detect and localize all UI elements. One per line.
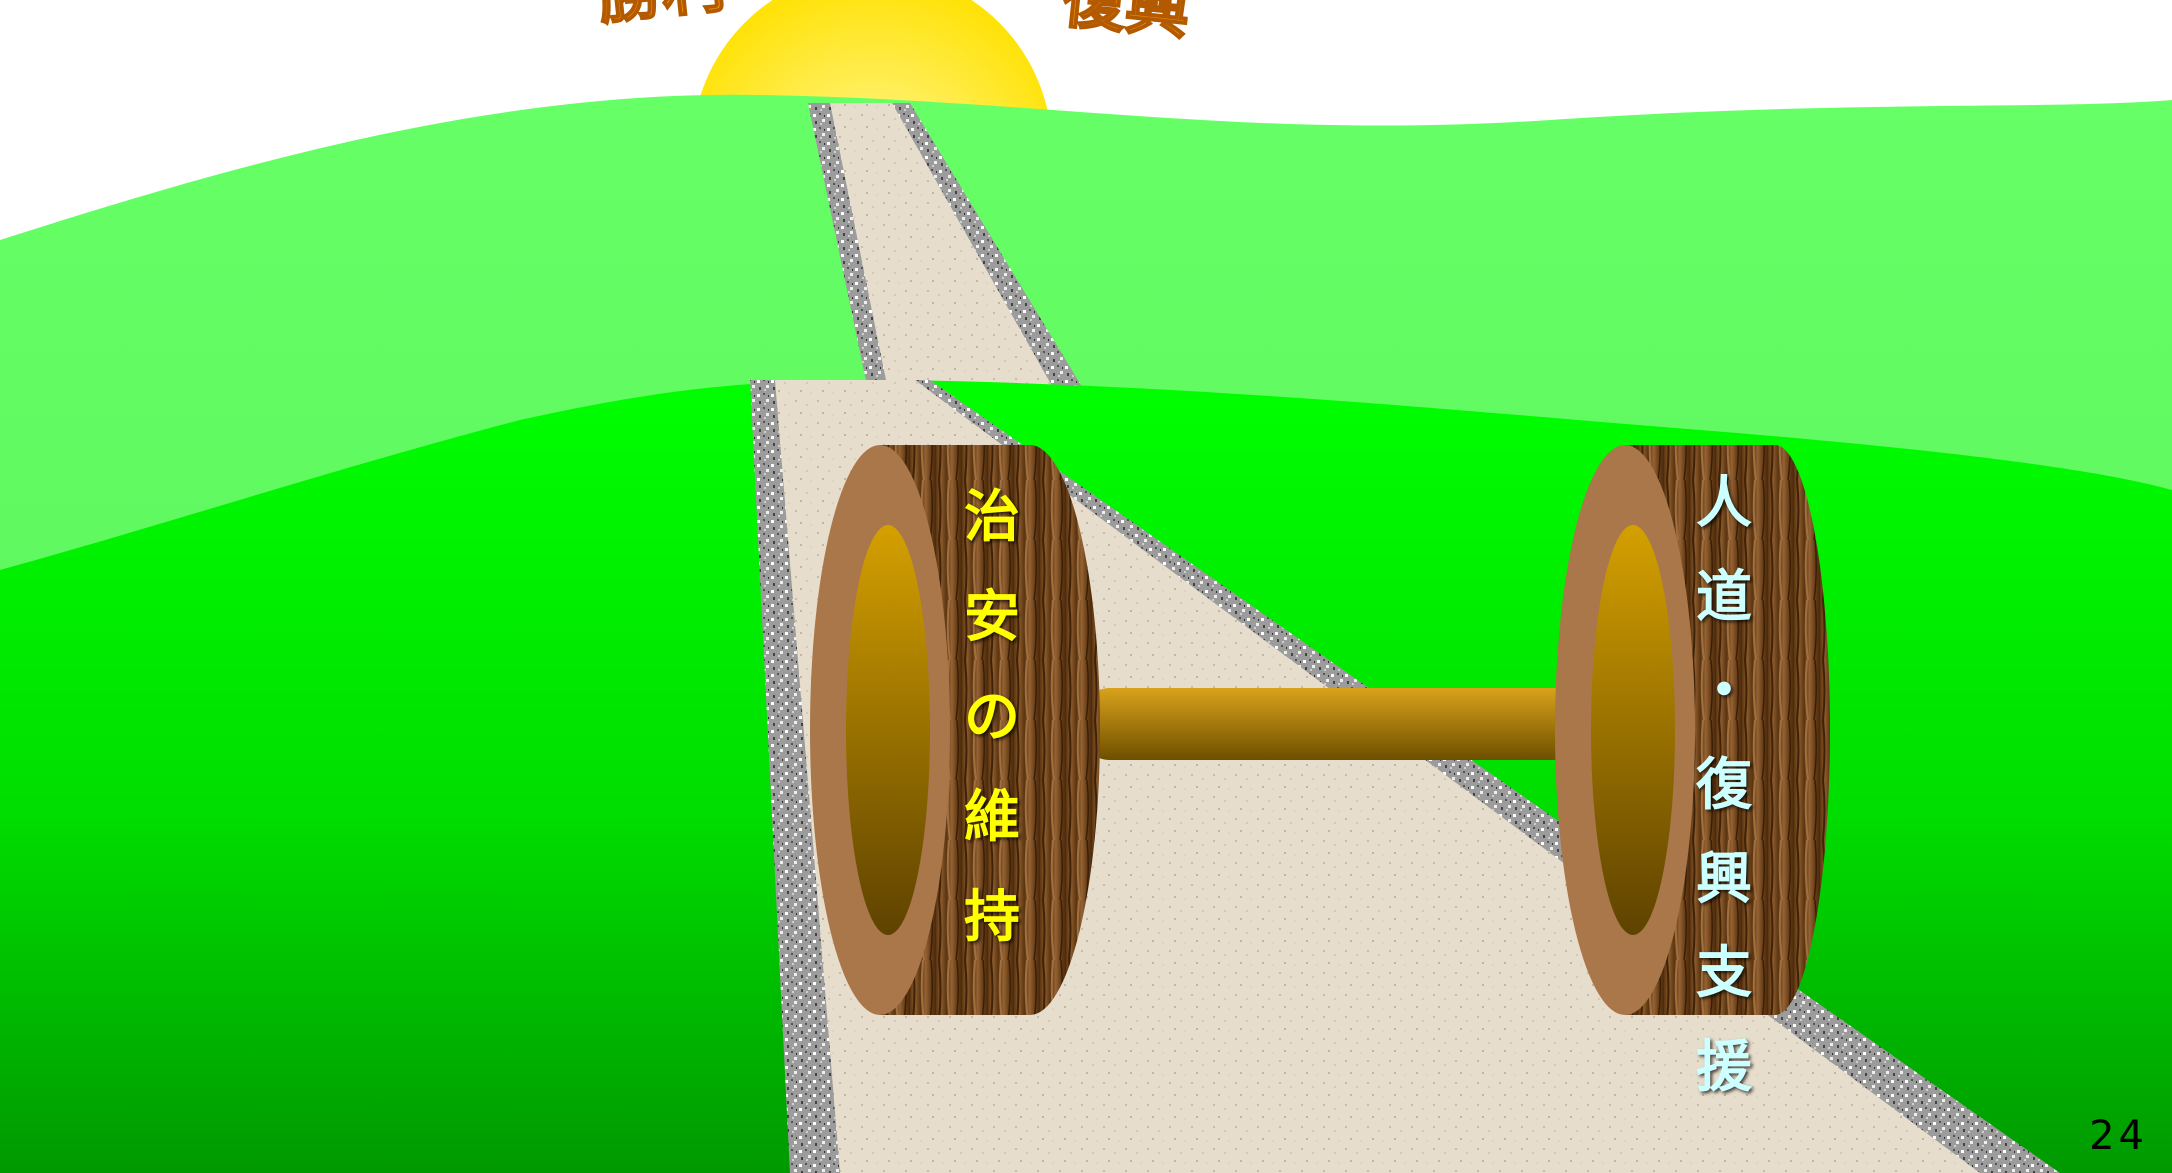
right-label-char: 復 — [1696, 758, 1752, 814]
right-label-char: 道 — [1696, 570, 1752, 626]
right-wheel-label: 人 道 ・ 復 興 支 援 — [1696, 476, 1752, 1134]
axle — [1080, 688, 1620, 760]
right-label-char: ・ — [1696, 664, 1752, 720]
left-wheel-label: 治 安 の 維 持 — [964, 490, 1020, 990]
wheel-icon — [810, 445, 1100, 1015]
page-number: 24 — [2089, 1113, 2148, 1159]
right-label-char: 援 — [1696, 1040, 1752, 1096]
wheel-icon — [1555, 445, 1830, 1015]
left-label-char: 治 — [964, 490, 1020, 546]
right-label-char: 人 — [1696, 476, 1752, 532]
left-label-char: 維 — [964, 790, 1020, 846]
right-label-char: 支 — [1696, 946, 1752, 1002]
right-label-char: 興 — [1696, 852, 1752, 908]
left-label-char: 安 — [964, 590, 1020, 646]
left-label-char: の — [964, 690, 1020, 746]
left-label-char: 持 — [964, 890, 1020, 946]
